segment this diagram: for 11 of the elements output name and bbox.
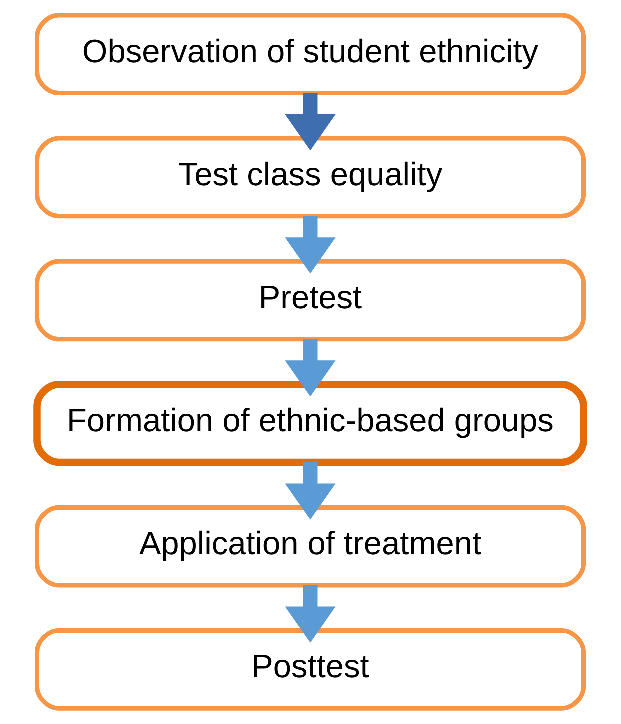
arrow (285, 462, 336, 520)
node-box: Test class equality (34, 136, 586, 219)
node-box: Formation of ethnic-based groups (34, 381, 588, 466)
node-box: Observation of student ethnicity (34, 13, 586, 96)
node-box: Application of treatment (34, 505, 586, 588)
arrow (285, 216, 336, 274)
arrow (285, 586, 336, 643)
arrow (285, 339, 336, 397)
node-box: Posttest (34, 628, 586, 711)
arrow (285, 93, 336, 151)
node-box: Pretest (34, 259, 586, 342)
